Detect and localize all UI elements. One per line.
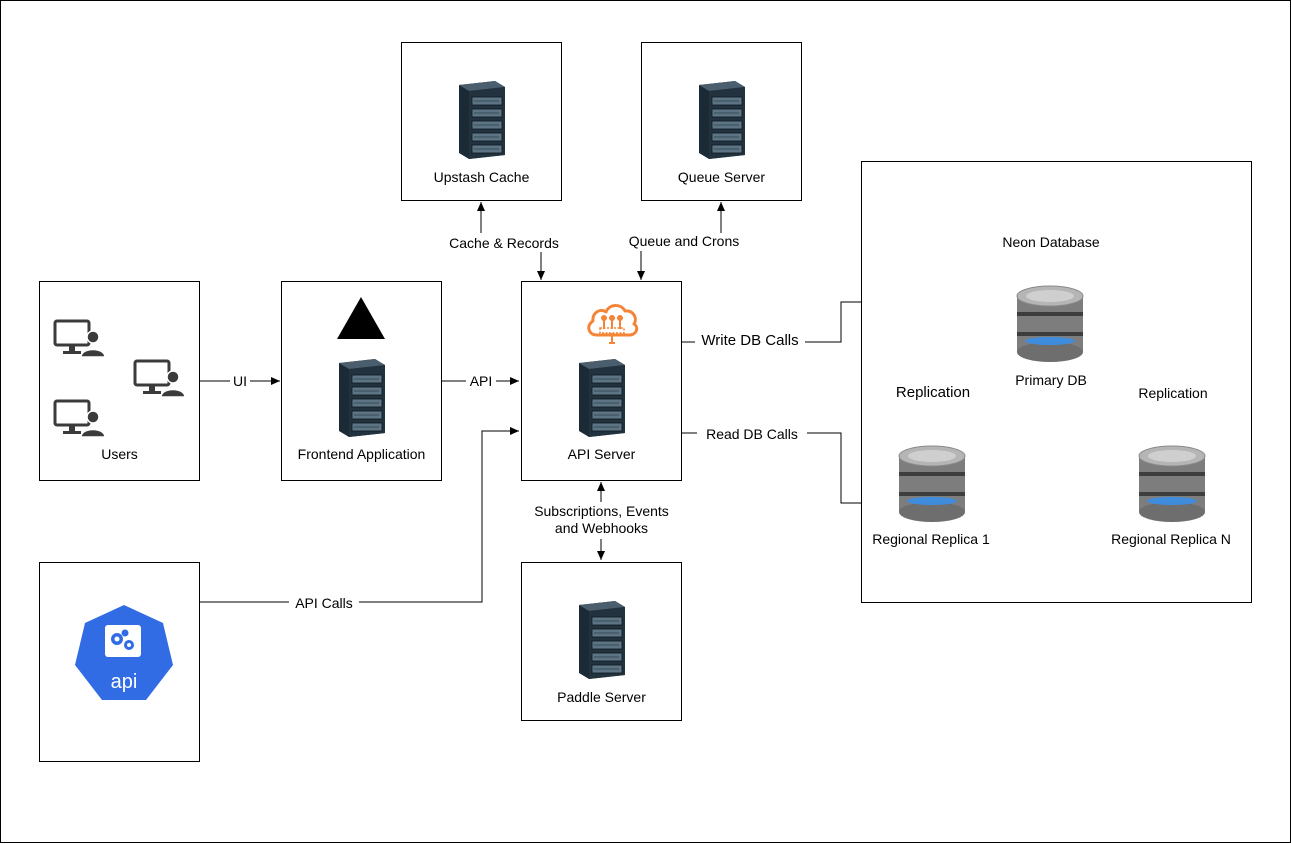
user-workstation-icon [53, 399, 105, 438]
replica-n-db-icon [1138, 445, 1206, 522]
edge-read-db [682, 432, 889, 507]
edge-label-api-calls: API Calls [289, 595, 359, 612]
server-rack-icon [339, 359, 385, 437]
server-rack-icon [579, 601, 625, 679]
api-badge-label: api [110, 671, 138, 693]
user-workstation-icon [133, 359, 185, 398]
edge-label-write-db: Write DB Calls [695, 332, 805, 349]
frontend-label: Frontend Application [297, 446, 426, 462]
neon-database-box[interactable] [861, 161, 1252, 603]
cloud-gateway-icon [587, 304, 639, 344]
replica-1-label: Regional Replica 1 [872, 531, 990, 547]
edge-label-read-db: Read DB Calls [697, 426, 807, 443]
replica-1-db-icon [898, 445, 966, 522]
api-server-label: API Server [567, 446, 636, 462]
edge-label-subscriptions-line1: Subscriptions, Events [534, 503, 669, 519]
cache-label: Upstash Cache [433, 169, 530, 185]
edge-label-queue-crons: Queue and Crons [617, 233, 751, 250]
server-rack-icon [459, 81, 505, 159]
server-rack-icon [579, 359, 625, 437]
user-workstation-icon [53, 319, 105, 358]
paddle-label: Paddle Server [557, 689, 646, 705]
edge-label-replication-left: Replication [883, 384, 983, 401]
edge-label-ui: UI [230, 373, 250, 390]
users-label: Users [101, 446, 138, 462]
primary-db-label: Primary DB [1015, 372, 1087, 388]
queue-box[interactable] [641, 42, 802, 201]
edge-label-api: API [466, 373, 496, 390]
neon-database-label: Neon Database [1002, 234, 1100, 250]
primary-db-icon [1016, 285, 1084, 362]
replica-n-label: Regional Replica N [1111, 531, 1231, 547]
edge-label-cache-records: Cache & Records [437, 235, 571, 252]
queue-label: Queue Server [677, 169, 766, 185]
vercel-triangle-icon [337, 297, 385, 339]
edge-label-subscriptions: Subscriptions, Events and Webhooks [521, 503, 682, 537]
kubernetes-api-icon [75, 605, 173, 700]
server-rack-icon [699, 81, 745, 159]
edge-label-subscriptions-line2: and Webhooks [554, 520, 649, 536]
edge-label-replication-right: Replication [1125, 385, 1221, 402]
